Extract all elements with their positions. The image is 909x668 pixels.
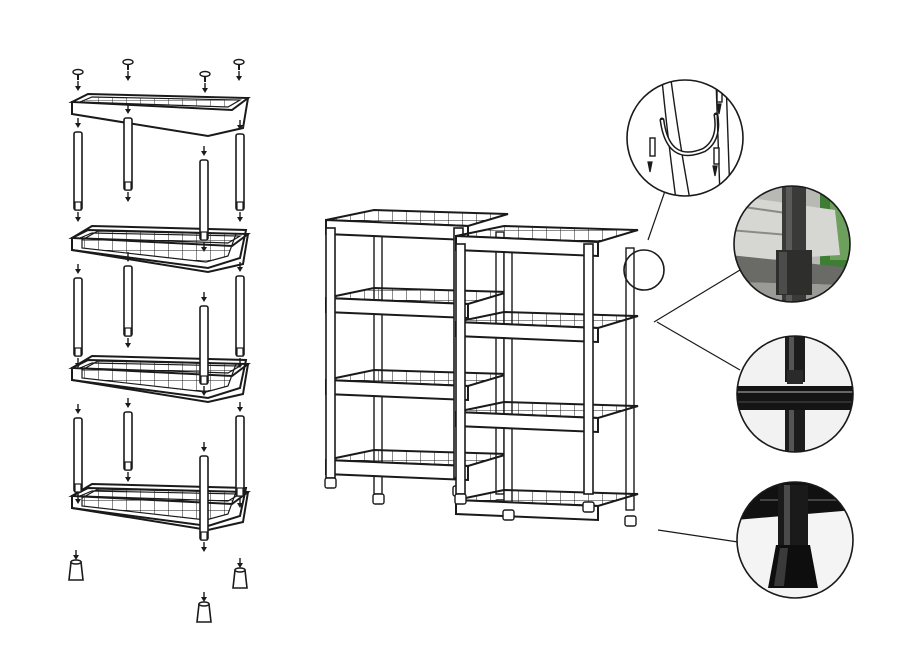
front-pole bbox=[583, 243, 594, 495]
pole-joint-icon bbox=[737, 336, 853, 452]
back-pole bbox=[503, 247, 513, 511]
screw-icon bbox=[72, 68, 84, 80]
pole bbox=[123, 411, 133, 471]
arrow-down-icon bbox=[201, 592, 207, 602]
back-pole bbox=[625, 247, 635, 511]
screw-icon bbox=[233, 58, 245, 70]
foot-icon bbox=[232, 567, 248, 589]
arrow-down-icon bbox=[237, 212, 243, 222]
arrow-down-icon bbox=[236, 71, 242, 81]
exploded-shelf bbox=[68, 92, 251, 138]
foot-icon bbox=[582, 501, 595, 513]
arrow-down-icon bbox=[75, 404, 81, 414]
arrow-down-icon bbox=[125, 252, 131, 262]
assembled-shelf bbox=[455, 224, 639, 258]
pole bbox=[73, 277, 83, 357]
arrow-down-icon bbox=[75, 81, 81, 91]
arrow-down-icon bbox=[201, 146, 207, 156]
foot-icon bbox=[196, 601, 212, 623]
arrow-down-icon bbox=[75, 212, 81, 222]
screw-icon bbox=[199, 70, 211, 82]
arrow-down-icon bbox=[125, 338, 131, 348]
leader-pole-socket bbox=[653, 269, 741, 323]
detail-pole-joint bbox=[736, 335, 854, 453]
exploded-shelf bbox=[68, 482, 251, 532]
arrow-down-icon bbox=[125, 71, 131, 81]
arrow-down-icon bbox=[201, 442, 207, 452]
detail-highlight-ring bbox=[623, 249, 665, 291]
assembled-shelf bbox=[325, 368, 509, 402]
assembled-unit bbox=[454, 224, 639, 527]
foot-icon bbox=[502, 509, 515, 521]
arrow-down-icon bbox=[237, 558, 243, 568]
arrow-down-icon bbox=[75, 264, 81, 274]
arrow-down-icon bbox=[201, 386, 207, 396]
pole bbox=[73, 417, 83, 493]
arrow-down-icon bbox=[73, 550, 79, 560]
detail-pole-socket bbox=[733, 185, 851, 303]
assembled-unit bbox=[324, 208, 509, 511]
leader-foot-cap bbox=[657, 529, 739, 543]
arrow-down-icon bbox=[75, 118, 81, 128]
exploded-shelf bbox=[68, 354, 251, 404]
front-pole bbox=[455, 243, 466, 495]
arrow-down-icon bbox=[202, 83, 208, 93]
arrow-down-icon bbox=[125, 104, 131, 114]
arrow-down-icon bbox=[125, 192, 131, 202]
foot-icon bbox=[624, 515, 637, 527]
assembled-shelf bbox=[325, 286, 509, 320]
foot-icon bbox=[454, 493, 467, 505]
assembled-shelf bbox=[455, 400, 639, 434]
callout-leaders bbox=[647, 190, 741, 543]
pole bbox=[199, 455, 209, 541]
arrow-down-icon bbox=[237, 402, 243, 412]
arrow-down-icon bbox=[125, 398, 131, 408]
detail-foot-cap bbox=[736, 481, 854, 599]
foot-icon bbox=[68, 559, 84, 581]
foot-cap-icon bbox=[737, 482, 853, 598]
foot-icon bbox=[372, 493, 385, 505]
exploded-view bbox=[68, 58, 251, 623]
pole bbox=[123, 265, 133, 337]
arrow-down-icon bbox=[237, 120, 243, 130]
foot-icon bbox=[324, 477, 337, 489]
assembled-view bbox=[324, 208, 639, 527]
screw-icon bbox=[122, 58, 134, 70]
arrow-down-icon bbox=[75, 494, 81, 504]
arrow-down-icon bbox=[125, 472, 131, 482]
pole bbox=[123, 117, 133, 191]
pole bbox=[235, 415, 245, 497]
leader-wall-bracket bbox=[647, 190, 666, 241]
assembled-shelf bbox=[455, 488, 639, 522]
arrow-down-icon bbox=[237, 358, 243, 368]
pole bbox=[235, 133, 245, 211]
arrow-down-icon bbox=[201, 292, 207, 302]
assembled-shelf bbox=[455, 310, 639, 344]
exploded-shelf bbox=[68, 224, 251, 274]
arrow-down-icon bbox=[237, 262, 243, 272]
arrow-down-icon bbox=[75, 358, 81, 368]
leader-pole-joint bbox=[656, 321, 741, 371]
front-pole bbox=[325, 227, 336, 479]
pole bbox=[235, 275, 245, 357]
wall-bracket-icon bbox=[627, 80, 743, 196]
arrow-down-icon bbox=[201, 242, 207, 252]
pole bbox=[73, 131, 83, 211]
assembled-shelf bbox=[325, 448, 509, 482]
arrow-down-icon bbox=[237, 498, 243, 508]
assembled-shelf bbox=[325, 208, 509, 242]
arrow-down-icon bbox=[201, 542, 207, 552]
detail-wall-bracket bbox=[626, 79, 744, 197]
pole-socket-icon bbox=[734, 186, 850, 302]
pole bbox=[199, 305, 209, 385]
pole bbox=[199, 159, 209, 241]
